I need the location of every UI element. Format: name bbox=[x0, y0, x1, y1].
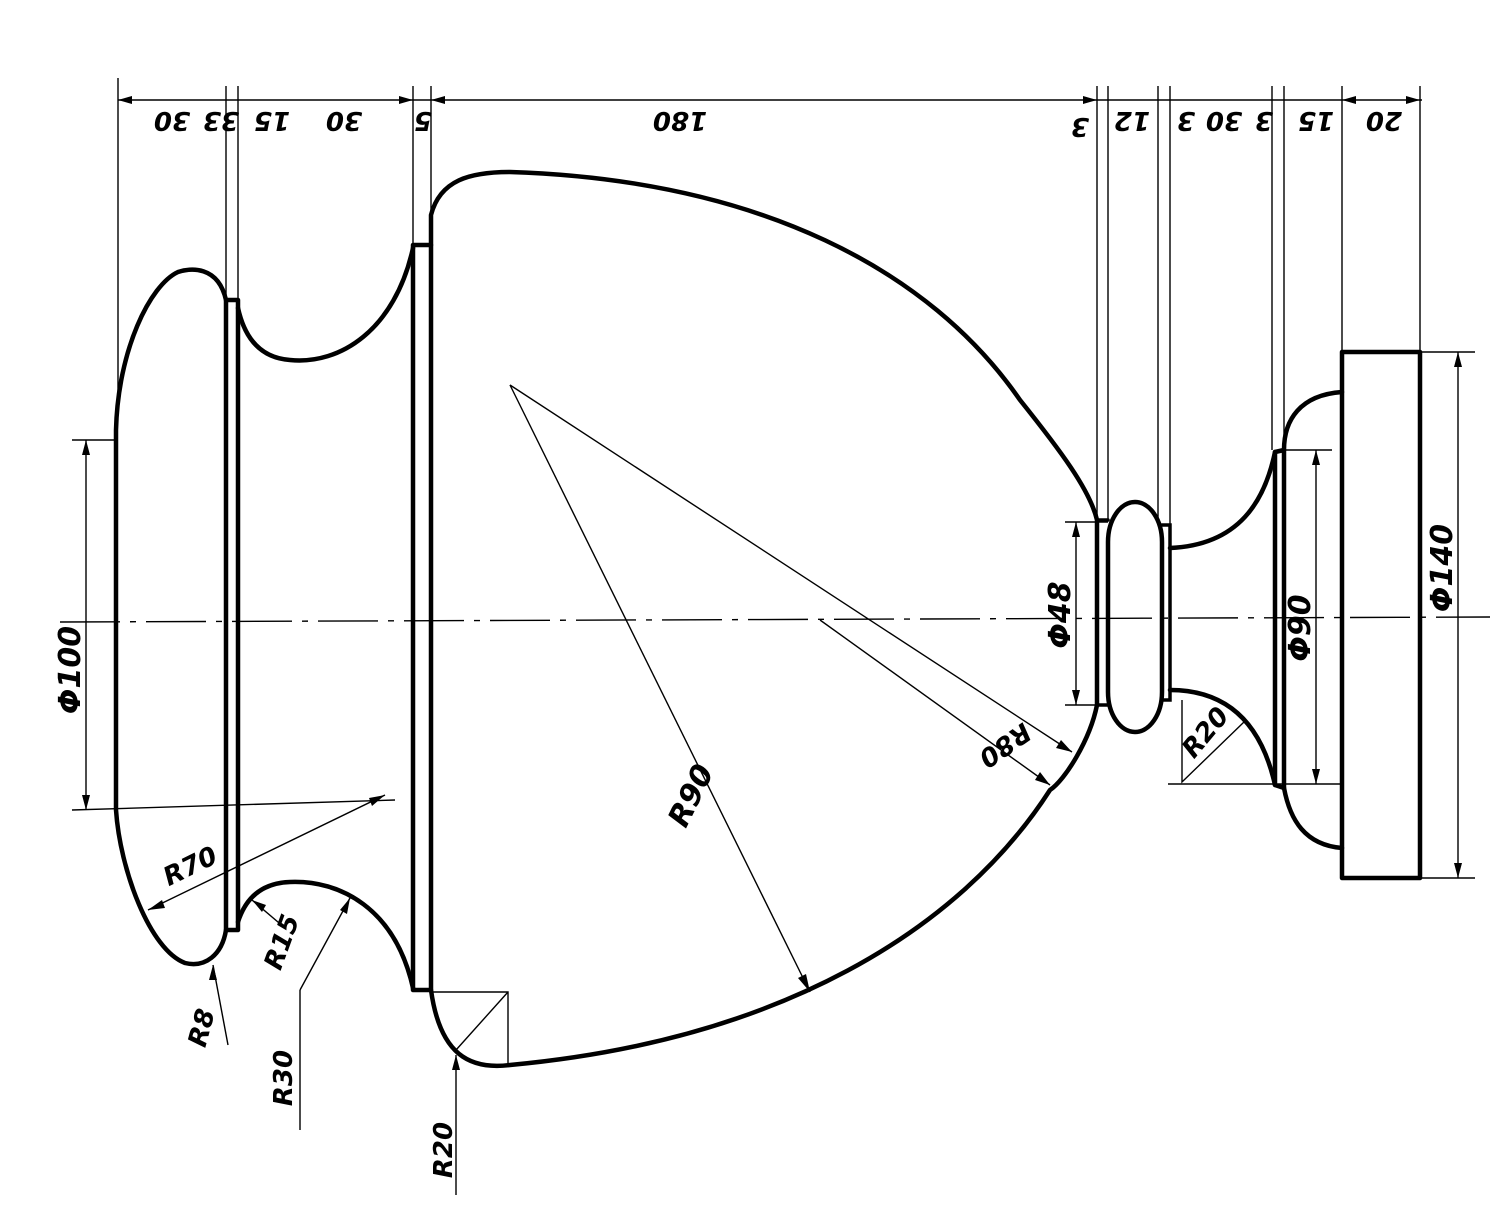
body-flange bbox=[410, 242, 434, 993]
dim-label-3: 3 bbox=[221, 105, 239, 135]
dim-label-14: 15 bbox=[1298, 105, 1334, 135]
dim-label-2: 3 bbox=[203, 105, 221, 135]
diameter-48-label: Φ48 bbox=[1043, 581, 1078, 648]
foot-cove-upper bbox=[1167, 449, 1278, 551]
radius-8-label: R8 bbox=[183, 1006, 222, 1051]
construction-lines bbox=[71, 384, 1342, 1195]
diameter-100-label: Φ100 bbox=[53, 626, 88, 714]
dim-label-7: 5 bbox=[414, 105, 432, 135]
collar-cove bbox=[235, 245, 416, 363]
dim-label-15: 20 bbox=[1366, 105, 1402, 135]
center-axis bbox=[59, 616, 1491, 623]
dim-label-12: 30 bbox=[1206, 105, 1242, 135]
base-block bbox=[1339, 349, 1423, 881]
dim-label-8: 180 bbox=[653, 105, 707, 135]
foot-shoulder-upper bbox=[1281, 389, 1345, 453]
dim-label-11: 3 bbox=[1177, 105, 1195, 135]
part-outline bbox=[113, 169, 1423, 1069]
neck-ring bbox=[1160, 523, 1172, 702]
radius-80-label: R80 bbox=[973, 716, 1036, 773]
head-disc bbox=[223, 297, 241, 933]
dim-label-5: 15 bbox=[254, 105, 290, 135]
radius-15-label: R15 bbox=[259, 911, 306, 974]
drawing-labels: Φ100 Φ48 Φ90 Φ140 R70 R8 R15 R30 R20 R90… bbox=[53, 524, 1460, 1178]
radius-20-body-label: R20 bbox=[429, 1122, 459, 1178]
diameter-dimensions bbox=[72, 351, 1475, 879]
diameter-90-label: Φ90 bbox=[1283, 594, 1318, 661]
foot-cove-lower bbox=[1167, 687, 1278, 788]
collar-cove-lower bbox=[235, 879, 416, 991]
dim-label-4: 30 bbox=[326, 105, 362, 135]
dim-label-13: 3 bbox=[1255, 105, 1273, 135]
diameter-140-label: Φ140 bbox=[1425, 524, 1460, 612]
radius-30-label: R30 bbox=[269, 1050, 299, 1106]
dim-label-10: 12 bbox=[1114, 105, 1150, 135]
dim-label-9: 3 bbox=[1071, 111, 1089, 141]
top-dimension-labels: 30 3 3 30 15 30 5 180 3 12 3 30 3 15 20 bbox=[154, 105, 1402, 141]
neck-bead bbox=[1105, 499, 1165, 735]
dim-label-1: 30 bbox=[154, 105, 190, 135]
radius-20-foot-label: R20 bbox=[1176, 702, 1235, 764]
head-knob-outline bbox=[113, 267, 229, 967]
radius-70-label: R70 bbox=[159, 841, 223, 893]
foot-shoulder-lower bbox=[1281, 785, 1345, 851]
